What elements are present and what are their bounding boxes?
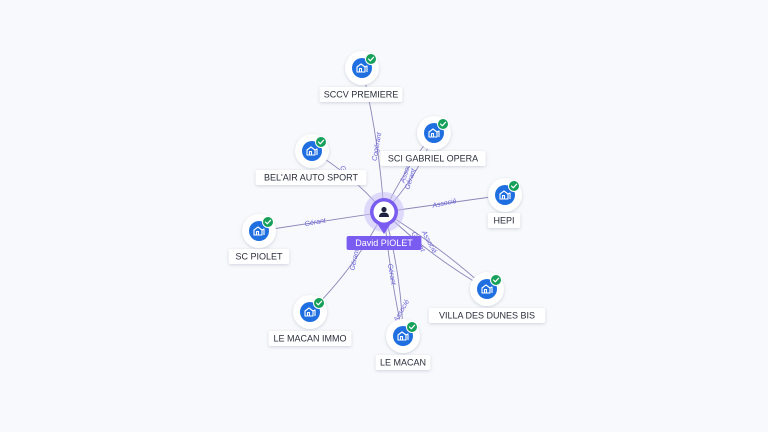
- verified-check-icon: [490, 274, 502, 286]
- company-label-box: [255, 170, 367, 185]
- company-label-box: [428, 308, 546, 323]
- company-label: LE MACAN: [380, 357, 426, 367]
- company-label-box: [375, 355, 431, 370]
- building-icon: [428, 128, 440, 138]
- building-icon: [397, 331, 409, 341]
- verified-check-icon: [313, 297, 325, 309]
- company-label-box: [228, 249, 290, 264]
- company-label-box: [268, 331, 352, 346]
- company-label: BEL'AIR AUTO SPORT: [264, 172, 358, 182]
- verified-check-icon: [262, 216, 274, 228]
- building-icon: [356, 63, 368, 73]
- company-label: SCCV PREMIERE: [324, 89, 399, 99]
- company-label-box: [487, 213, 521, 228]
- company-node-sccv-premiere[interactable]: SCCV PREMIERE: [319, 51, 403, 102]
- building-icon: [306, 146, 318, 156]
- relation-label: Gérant: [349, 248, 361, 271]
- company-label-box: [380, 151, 486, 166]
- company-node-hepi[interactable]: HEPI: [487, 178, 522, 228]
- person-icon: [379, 206, 389, 217]
- company-label-box: [319, 87, 403, 102]
- relation-label: Gérant: [386, 263, 397, 286]
- company-node-belair-auto-sport[interactable]: BEL'AIR AUTO SPORT: [255, 134, 367, 185]
- company-label: SCI GABRIEL OPERA: [388, 153, 478, 163]
- building-icon: [304, 307, 316, 317]
- company-node-sc-piolet[interactable]: SC PIOLET: [228, 214, 290, 264]
- center-label-box: [346, 236, 422, 250]
- company-node-villa-des-dunes-bis[interactable]: VILLA DES DUNES BIS: [428, 272, 546, 323]
- building-icon: [481, 284, 493, 294]
- company-node-le-macan-immo[interactable]: LE MACAN IMMO: [268, 295, 352, 346]
- nodes-layer: SCCV PREMIERE SCI GABRIEL OPERA BEL'AIR AU…: [228, 51, 546, 370]
- center-person-node[interactable]: David PIOLET: [346, 192, 422, 250]
- building-icon: [499, 190, 511, 200]
- company-label: VILLA DES DUNES BIS: [439, 310, 535, 320]
- verified-check-icon: [365, 53, 377, 65]
- verified-check-icon: [437, 118, 449, 130]
- verified-check-icon: [508, 180, 520, 192]
- relation-label: Gérant: [304, 217, 327, 228]
- company-node-sci-gabriel-opera[interactable]: SCI GABRIEL OPERA: [380, 116, 486, 166]
- company-label: SC PIOLET: [235, 251, 283, 261]
- company-label: HEPI: [493, 215, 514, 225]
- verified-check-icon: [406, 321, 418, 333]
- building-icon: [253, 226, 265, 236]
- person-name-label: David PIOLET: [355, 238, 413, 248]
- company-node-le-macan[interactable]: LE MACAN: [375, 319, 431, 370]
- relation-label: Associé: [431, 198, 458, 210]
- company-label: LE MACAN IMMO: [273, 333, 346, 343]
- verified-check-icon: [315, 136, 327, 148]
